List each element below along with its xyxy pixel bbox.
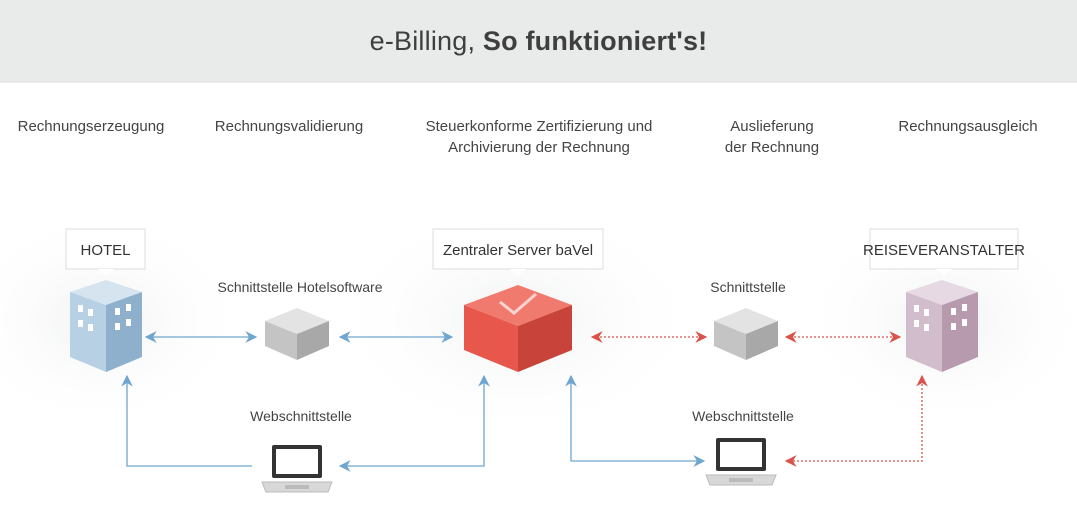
laptop-right-icon <box>705 438 777 486</box>
arrow-server-web <box>338 374 490 472</box>
blue-connectors <box>121 331 706 472</box>
laptop-left-icon <box>261 445 333 493</box>
arrow-server-web-right <box>565 374 706 467</box>
arrow-operator-web <box>784 374 928 467</box>
stage-label-delivery: Auslieferung der Rechnung <box>724 118 820 156</box>
interface-hotel-cube-icon <box>265 308 329 360</box>
operator-label-box: REISEVERANSTALTER <box>863 228 1025 276</box>
stage-label-validation: Rechnungsvalidierung <box>214 118 364 135</box>
server-label: Zentraler Server baVel <box>443 242 593 259</box>
server-cube-icon <box>464 285 572 372</box>
operator-building-icon <box>906 280 978 372</box>
operator-label: REISEVERANSTALTER <box>863 242 1025 259</box>
line-hotel-web <box>121 374 252 467</box>
red-connectors <box>590 331 928 467</box>
stage-label-generation: Rechnungserzeugung <box>17 118 165 135</box>
interface-hotel-label: Schnittstelle Hotelsoftware <box>218 279 383 295</box>
server-label-box: Zentraler Server baVel <box>432 228 604 276</box>
header-bar: e-Billing, So funktioniert's! <box>0 0 1077 83</box>
hotel-label: HOTEL <box>80 242 130 259</box>
web-left-label: Webschnittstelle <box>250 408 352 424</box>
checkmark-icon <box>499 292 537 315</box>
hotel-label-box: HOTEL <box>65 228 146 276</box>
web-right-label: Webschnittstelle <box>692 408 794 424</box>
stage-label-certification: Steuerkonforme Zertifizierung und Archiv… <box>425 118 653 156</box>
interface-right-cube-icon <box>714 308 778 360</box>
page-title: e-Billing, So funktioniert's! <box>369 26 708 56</box>
hotel-building-icon <box>70 280 142 372</box>
stage-label-settlement: Rechnungsausgleich <box>898 118 1038 135</box>
interface-right-label: Schnittstelle <box>710 279 786 295</box>
